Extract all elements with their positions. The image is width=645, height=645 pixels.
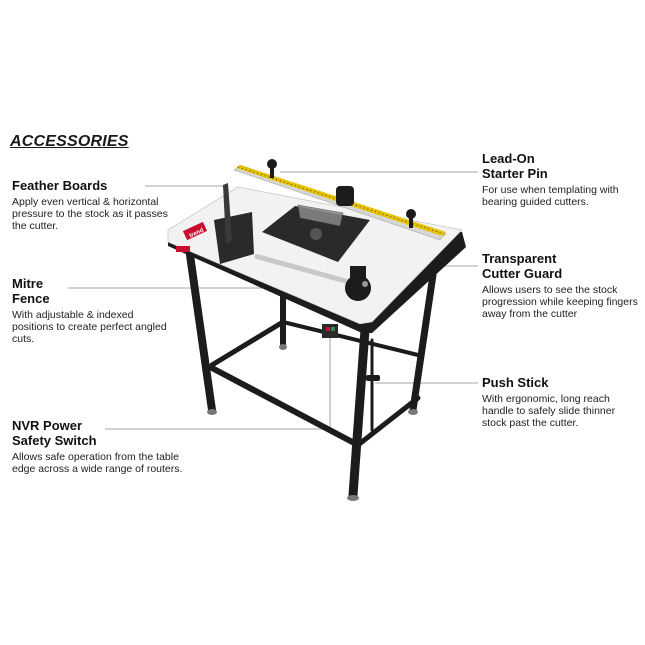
callout-title: Lead-On Starter Pin [482,151,548,181]
section-heading: ACCESSORIES [10,133,129,150]
cutter-guard [297,204,344,227]
leveling-feet [207,344,418,501]
callout-lead-on-pin: Lead-On Starter Pin For use when templat… [482,151,637,208]
feather-board-vertical [223,183,232,244]
callout-body: With adjustable & indexed positions to c… [12,309,167,345]
callout-push-stick: Push Stick With ergonomic, long reach ha… [482,375,627,429]
callout-body: Allows safe operation from the table edg… [12,451,183,475]
push-stick [366,375,380,381]
callout-body: With ergonomic, long reach handle to saf… [482,393,616,429]
guard-bracket [336,186,354,206]
callout-feather-boards: Feather Boards Apply even vertical & hor… [12,178,172,232]
callout-title: Push Stick [482,375,549,390]
cutter-hole [310,228,322,240]
brand-badge [182,221,208,241]
callout-mitre-fence: Mitre Fence With adjustable & indexed po… [12,276,172,345]
callout-title: Mitre Fence [12,276,50,306]
feather-board [214,212,254,264]
callout-nvr-switch: NVR Power Safety Switch Allows safe oper… [12,418,187,475]
callout-title: Feather Boards [12,178,108,193]
fence-knobs [267,159,416,228]
mitre-fence-body [350,266,366,280]
mitre-slot [254,253,361,288]
callout-cutter-guard: Transparent Cutter Guard Allows users to… [482,251,642,320]
callout-body: Apply even vertical & horizontal pressur… [12,196,168,232]
brand-logo: trend [189,227,205,239]
callout-body: Allows users to see the stock progressio… [482,284,638,320]
table-top [167,186,463,325]
callout-body: For use when templating with bearing gui… [482,184,619,208]
callout-title: NVR Power Safety Switch [12,418,97,448]
callout-title: Transparent Cutter Guard [482,251,563,281]
table-frame [186,251,437,500]
side-badge [176,246,190,252]
